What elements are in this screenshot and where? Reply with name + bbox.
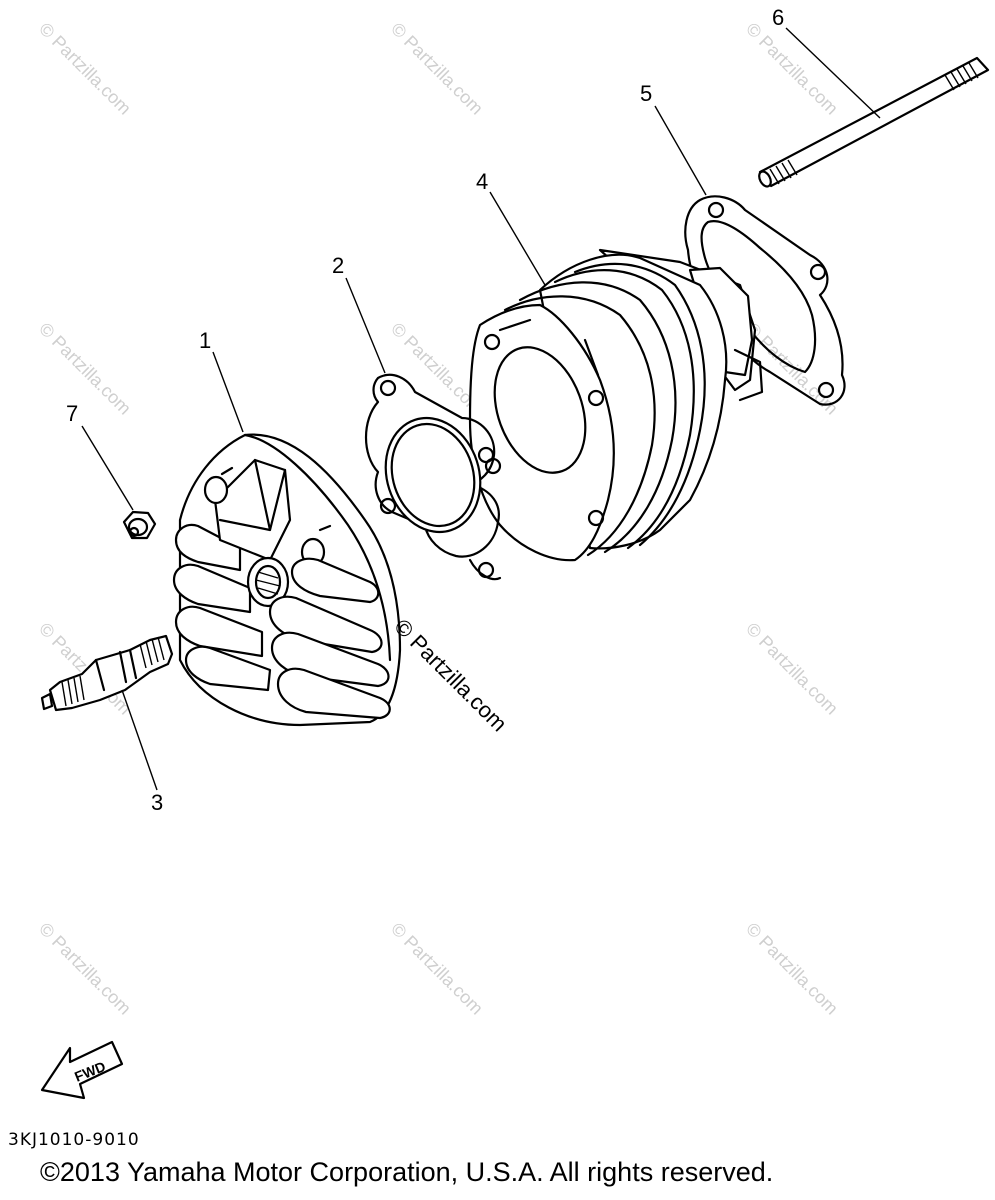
watermark: © Partzilla.com xyxy=(742,919,842,1019)
callout-3[interactable]: 3 xyxy=(151,790,163,815)
diagram-code: 3KJ1010-9010 xyxy=(8,1130,140,1150)
watermark: © Partzilla.com xyxy=(387,19,487,119)
leader-lines xyxy=(81,27,881,791)
watermark: © Partzilla.com xyxy=(35,19,135,119)
watermark: © Partzilla.com xyxy=(742,619,842,719)
nut-part-7[interactable] xyxy=(122,510,157,540)
watermark: © Partzilla.com xyxy=(35,319,135,419)
spark-plug-part-3[interactable] xyxy=(40,634,174,712)
head-gasket-part-2[interactable] xyxy=(364,373,502,581)
watermark: © Partzilla.com xyxy=(387,919,487,1019)
callout-5[interactable]: 5 xyxy=(640,81,652,106)
callout-6[interactable]: 6 xyxy=(772,5,784,30)
callout-1[interactable]: 1 xyxy=(199,328,211,353)
stud-bolt-part-6[interactable] xyxy=(757,56,990,188)
cylinder-gasket-part-5[interactable] xyxy=(684,195,846,406)
watermark: © Partzilla.com xyxy=(35,919,135,1019)
callouts: 1 2 3 4 5 6 7 xyxy=(66,5,784,815)
callout-4[interactable]: 4 xyxy=(476,169,488,194)
callout-2[interactable]: 2 xyxy=(332,253,344,278)
forward-arrow-icon: FWD xyxy=(40,1040,124,1100)
watermark: © Partzilla.com xyxy=(389,614,512,737)
copyright-notice: ©2013 Yamaha Motor Corporation, U.S.A. A… xyxy=(40,1157,774,1187)
cylinder-part-4[interactable] xyxy=(468,248,764,562)
cylinder-head-part-1[interactable] xyxy=(172,433,402,727)
callout-7[interactable]: 7 xyxy=(66,401,78,426)
